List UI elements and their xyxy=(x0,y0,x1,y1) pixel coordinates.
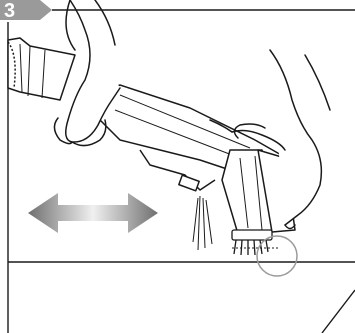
tool-trigger xyxy=(179,175,199,191)
step-badge: 3 xyxy=(0,0,52,22)
corner-line xyxy=(322,290,355,333)
back-and-forth-arrow-icon xyxy=(28,193,158,233)
spray-icon xyxy=(193,196,212,250)
highlight-circle-icon xyxy=(257,236,297,276)
step-number: 3 xyxy=(4,0,15,22)
brush-head-icon xyxy=(232,230,280,255)
hose-connector xyxy=(8,38,75,100)
